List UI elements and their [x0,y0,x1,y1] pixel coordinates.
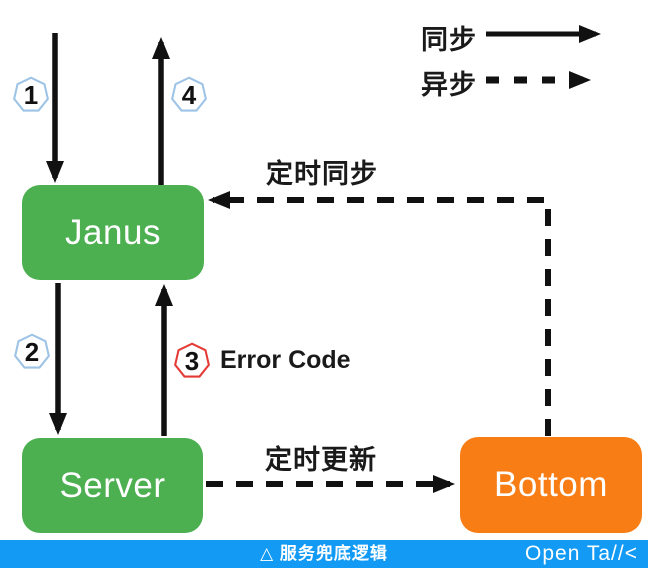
heptagon-icon [14,333,50,369]
timed-update-label: 定时更新 [265,445,377,475]
step-1-badge: 1 [12,76,50,114]
heptagon-icon [174,342,210,378]
node-server-label: Server [59,465,166,505]
node-janus: Janus [22,185,204,280]
step-4-number: 4 [181,80,197,110]
arrow-timed-sync-dashed [208,191,551,436]
heptagon-icon [13,76,49,112]
step-3-badge: 3 [173,342,211,380]
step-2-badge: 2 [13,333,51,371]
step-4-badge: 4 [170,76,208,114]
node-server: Server [22,438,203,533]
node-bottom-label: Bottom [494,465,608,504]
footer-caption: △ 服务兜底逻辑 [260,544,388,563]
footer-bar: △ 服务兜底逻辑 Open Ta//< [0,540,648,568]
step-3-number: 3 [184,346,200,376]
step-2-number: 2 [24,337,40,367]
legend-async-label: 异步 [421,70,477,100]
timed-sync-label: 定时同步 [266,159,378,189]
legend-sync-label: 同步 [421,25,477,55]
opentalk-logo: Open Ta//< [525,542,638,565]
node-bottom: Bottom [460,437,642,533]
step-1-number: 1 [23,80,39,110]
heptagon-icon [171,76,207,112]
node-janus-label: Janus [65,212,161,252]
error-code-label: Error Code [220,346,351,374]
